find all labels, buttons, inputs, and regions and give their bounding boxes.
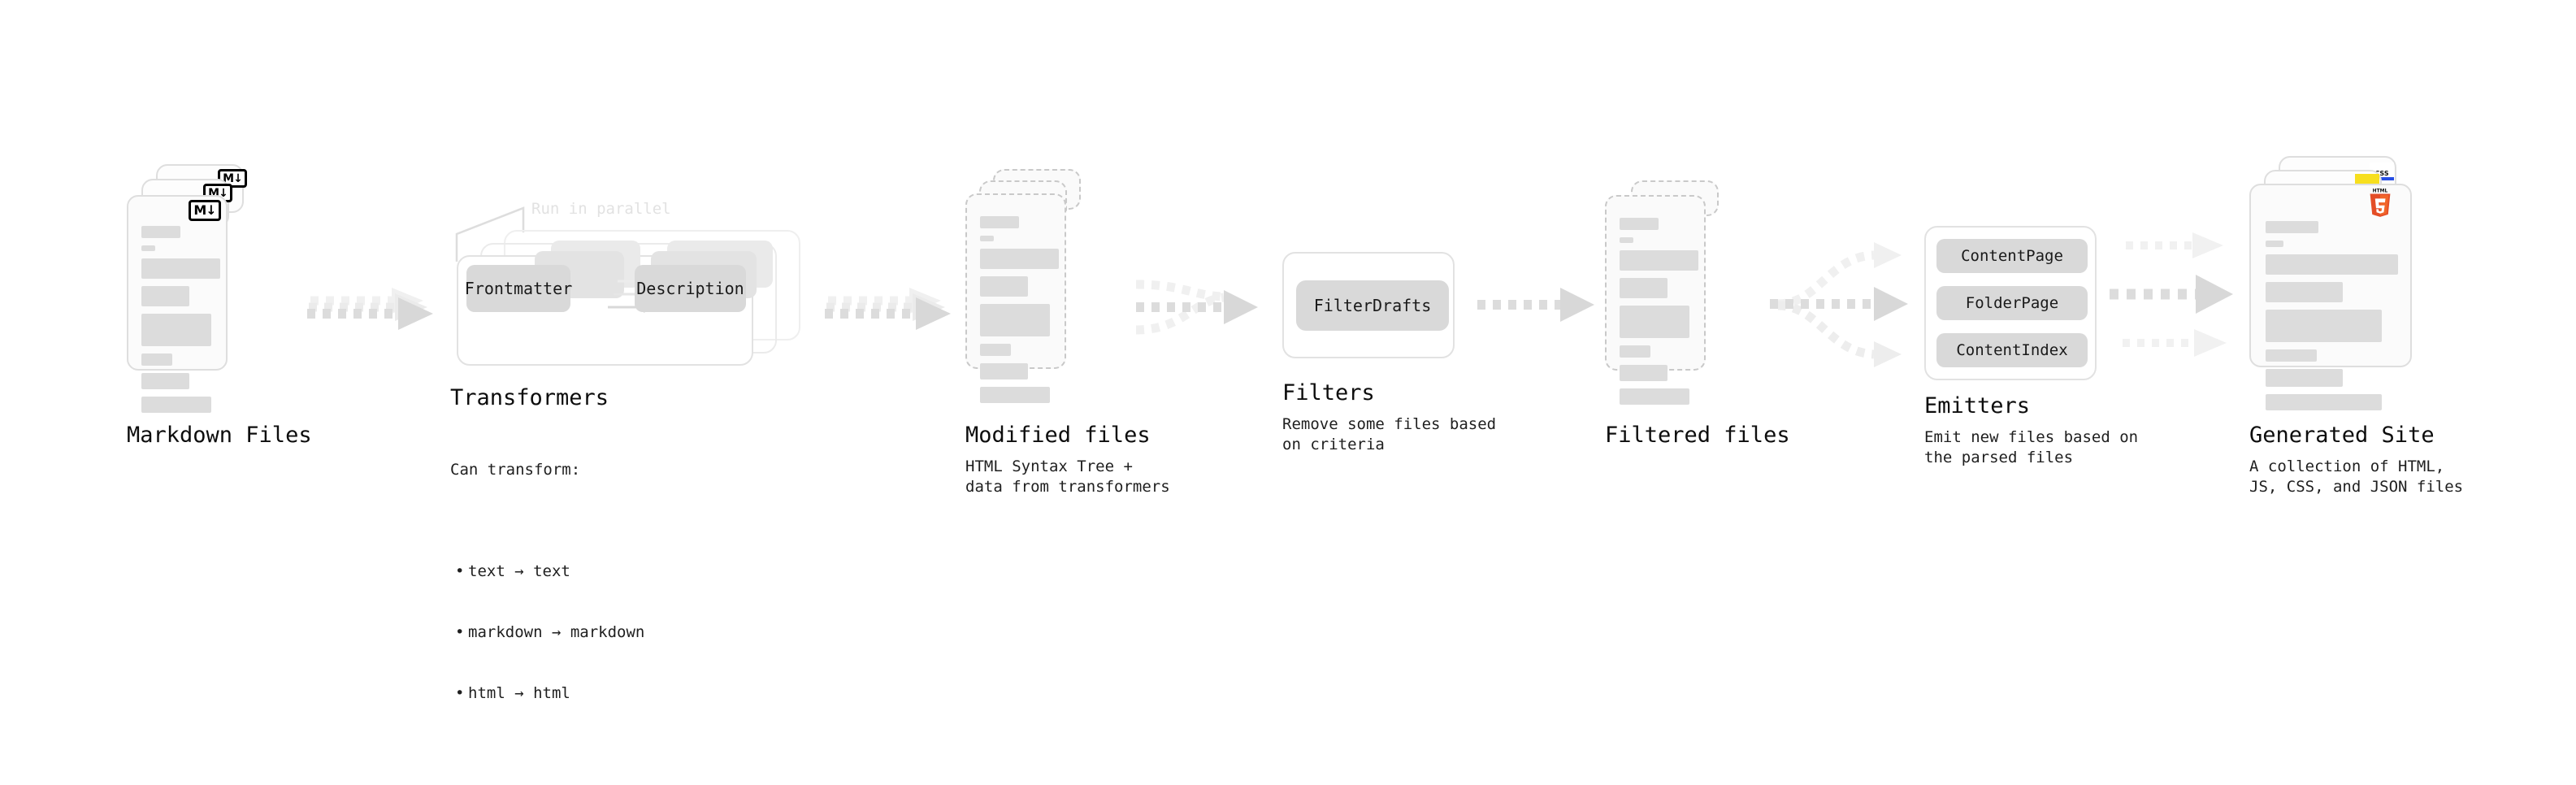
transformers-bullet-2: html → html bbox=[455, 683, 644, 704]
filters-container: FilterDrafts bbox=[1282, 252, 1455, 358]
html5-badge: HTML bbox=[2370, 189, 2391, 217]
stage-description-generated-site: A collection of HTML, JS, CSS, and JSON … bbox=[2249, 458, 2464, 496]
connector-filters-to-filtered bbox=[1477, 288, 1594, 322]
stage-title-modified-files: Modified files bbox=[965, 423, 1151, 448]
transformers-bullet-1: markdown → markdown bbox=[455, 622, 644, 643]
markdown-file-content-lines bbox=[141, 226, 220, 420]
stage-description-emitters: Emit new files based on the parsed files bbox=[1924, 428, 2139, 466]
stage-title-emitters: Emitters bbox=[1924, 393, 2031, 419]
stage-description-modified-files: HTML Syntax Tree + data from transformer… bbox=[965, 458, 1170, 496]
stage-title-markdown-files: Markdown Files bbox=[127, 423, 312, 448]
pipeline-diagram: M↓ M↓ M↓ Markdown Files bbox=[0, 0, 2576, 681]
connector-filtered-to-emitters bbox=[1770, 242, 1908, 367]
transformer-pill-frontmatter[interactable]: Frontmatter bbox=[465, 265, 572, 312]
filter-pill-filterdrafts[interactable]: FilterDrafts bbox=[1296, 280, 1449, 331]
transformers-desc-lead: Can transform: bbox=[450, 461, 581, 479]
filtered-file-content-lines bbox=[1620, 218, 1698, 412]
transformers-bullet-0: text → text bbox=[455, 562, 644, 582]
stage-title-transformers: Transformers bbox=[450, 385, 609, 410]
generated-site-content-lines bbox=[2266, 221, 2398, 418]
stage-title-generated-site: Generated Site bbox=[2249, 423, 2435, 448]
emitter-pill-contentpage[interactable]: ContentPage bbox=[1936, 239, 2088, 273]
modified-file-content-lines bbox=[980, 216, 1059, 410]
emitter-pill-contentindex[interactable]: ContentIndex bbox=[1936, 333, 2088, 367]
stage-description-filters: Remove some files based on criteria bbox=[1282, 415, 1497, 453]
stage-title-filters: Filters bbox=[1282, 380, 1375, 406]
connector-transformers-to-modified bbox=[825, 288, 951, 330]
connector-md-to-transformers bbox=[307, 288, 433, 330]
run-in-parallel-bracket bbox=[455, 206, 525, 262]
markdown-file-card-front bbox=[127, 195, 228, 413]
stage-description-transformers: Can transform: text → text markdown → ma… bbox=[450, 419, 644, 785]
stage-title-filtered-files: Filtered files bbox=[1605, 423, 1790, 448]
transformer-pill-description[interactable]: Description bbox=[635, 265, 746, 312]
connector-emitters-to-site bbox=[2110, 232, 2233, 357]
emitters-container: ContentPage FolderPage ContentIndex bbox=[1924, 226, 2097, 380]
transformers-bullet-list: text → text markdown → markdown html → h… bbox=[450, 521, 644, 744]
run-in-parallel-label: Run in parallel bbox=[531, 200, 671, 218]
markdown-badge-front: M↓ bbox=[189, 200, 221, 221]
connector-modified-to-filters bbox=[1135, 280, 1258, 335]
svg-text:HTML: HTML bbox=[2373, 189, 2388, 194]
emitter-pill-folderpage[interactable]: FolderPage bbox=[1936, 286, 2088, 320]
modified-file-card-front bbox=[965, 193, 1066, 403]
filtered-file-card-front bbox=[1605, 195, 1706, 405]
